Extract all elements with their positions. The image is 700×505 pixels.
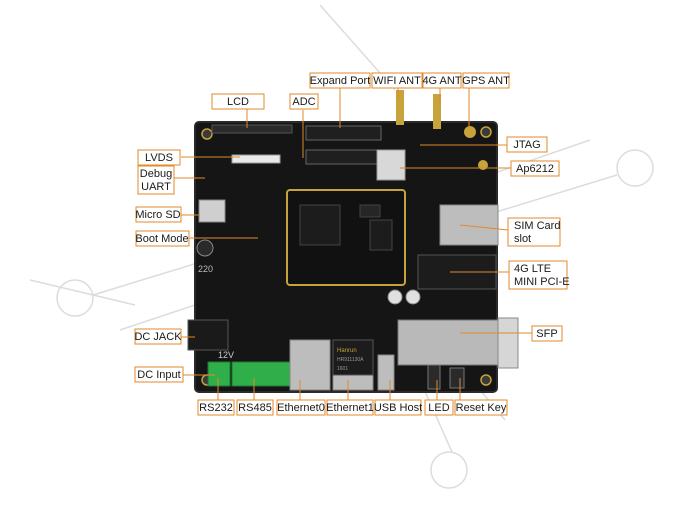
label-4g-ant: 4G ANT xyxy=(422,72,462,89)
label-lte-line2: MINI PCI-E xyxy=(514,276,570,288)
cpu-chip xyxy=(299,204,341,246)
label-jtag: JTAG xyxy=(506,136,548,153)
label-wifi-ant-text: WIFI ANT xyxy=(373,75,421,87)
expand-port-header xyxy=(305,125,382,141)
label-micro-sd: Micro SD xyxy=(135,206,182,223)
reset-key-switch xyxy=(449,367,465,389)
label-dc-jack-text: DC JACK xyxy=(134,331,182,343)
memory-chip xyxy=(369,219,393,251)
capacitor-2 xyxy=(387,289,403,305)
label-jtag-text: JTAG xyxy=(513,139,540,151)
label-ethernet1: Ethernet1 xyxy=(326,399,374,416)
label-sim-card-line2: slot xyxy=(514,233,531,245)
ethernet-magnetics xyxy=(332,339,374,376)
label-debug-uart: Debug UART xyxy=(137,165,175,195)
label-gps-ant-text: GPS ANT xyxy=(462,75,510,87)
gps-antenna-connector xyxy=(464,126,476,138)
leader-sim-card xyxy=(459,224,509,231)
mount-hole-tl xyxy=(201,128,213,140)
label-ethernet0: Ethernet0 xyxy=(276,399,326,416)
label-lvds-text: LVDS xyxy=(145,152,173,164)
label-ap6212-text: Ap6212 xyxy=(516,163,554,175)
label-debug-uart-line1: Debug xyxy=(140,168,172,180)
label-ethernet1-text: Ethernet1 xyxy=(326,402,374,414)
eth-chip-text-2: HR911130A xyxy=(337,357,364,363)
led-indicator xyxy=(427,364,441,390)
label-rs485-text: RS485 xyxy=(238,402,272,414)
ap6212-module xyxy=(376,149,406,181)
label-lvds: LVDS xyxy=(137,149,181,166)
label-gps-ant: GPS ANT xyxy=(462,72,510,89)
eth-chip-text-1: Hanrun xyxy=(337,348,357,354)
adc-header xyxy=(305,149,382,165)
lcd-connector xyxy=(211,124,293,134)
label-expand-port-text: Expand Port xyxy=(310,75,371,87)
label-dc-input: DC Input xyxy=(134,366,184,383)
label-expand-port: Expand Port xyxy=(309,72,371,89)
label-lcd: LCD xyxy=(211,93,265,110)
label-wifi-ant: WIFI ANT xyxy=(371,72,423,89)
sfp-module xyxy=(497,317,519,369)
rs232-rs485-terminal xyxy=(231,361,291,387)
label-sim-card: SIM Card slot xyxy=(507,217,561,247)
sim-card-slot xyxy=(439,204,499,246)
ethernet0-port xyxy=(289,339,331,391)
leader-lines xyxy=(173,86,532,400)
voltage-text: 12V xyxy=(218,350,234,360)
pmic-chip xyxy=(359,204,381,218)
micro-sd-slot xyxy=(198,199,226,223)
label-dc-input-text: DC Input xyxy=(137,369,180,381)
lvds-connector xyxy=(231,154,281,164)
label-lcd-text: LCD xyxy=(227,96,249,108)
label-lte: 4G LTE MINI PCI-E xyxy=(508,260,570,290)
label-rs485: RS485 xyxy=(236,399,274,416)
cap-value-text: 220 xyxy=(198,264,213,274)
4g-antenna-connector xyxy=(433,94,441,129)
label-micro-sd-text: Micro SD xyxy=(135,209,180,221)
eth-chip-text-3: 1601 xyxy=(337,366,348,372)
label-rs232-text: RS232 xyxy=(199,402,233,414)
label-debug-uart-line2: UART xyxy=(141,181,171,193)
callout-labels: LCD ADC Expand Port WIFI ANT 4G ANT GPS … xyxy=(134,72,570,416)
usb-host-port xyxy=(377,354,395,391)
label-sfp: SFP xyxy=(531,325,563,342)
label-usb-host: USB Host xyxy=(374,399,422,416)
label-ethernet0-text: Ethernet0 xyxy=(277,402,325,414)
label-led: LED xyxy=(424,399,454,416)
wifi-antenna-connector xyxy=(396,90,404,125)
board: 220 12V Hanrun HR911130A 1601 xyxy=(187,90,519,393)
label-reset-key: Reset Key xyxy=(454,399,508,416)
mount-hole-br xyxy=(480,374,492,386)
label-adc: ADC xyxy=(289,93,319,110)
label-ap6212: Ap6212 xyxy=(510,160,560,177)
label-led-text: LED xyxy=(428,402,449,414)
label-boot-mode-text: Boot Mode xyxy=(135,233,188,245)
label-boot-mode: Boot Mode xyxy=(135,230,190,247)
label-sfp-text: SFP xyxy=(536,328,557,340)
capacitor-3 xyxy=(405,289,421,305)
label-rs232: RS232 xyxy=(197,399,235,416)
label-sim-card-line1: SIM Card xyxy=(514,220,560,232)
label-dc-jack: DC JACK xyxy=(134,328,182,345)
label-adc-text: ADC xyxy=(292,96,315,108)
dc-input-terminal xyxy=(207,361,231,387)
label-lte-line1: 4G LTE xyxy=(514,263,551,275)
dc-jack xyxy=(187,319,229,351)
label-usb-host-text: USB Host xyxy=(374,402,422,414)
capacitor-1 xyxy=(196,239,214,257)
label-4g-ant-text: 4G ANT xyxy=(422,75,461,87)
label-reset-key-text: Reset Key xyxy=(456,402,507,414)
mount-hole-tr xyxy=(480,126,492,138)
sfp-cage xyxy=(397,319,511,366)
